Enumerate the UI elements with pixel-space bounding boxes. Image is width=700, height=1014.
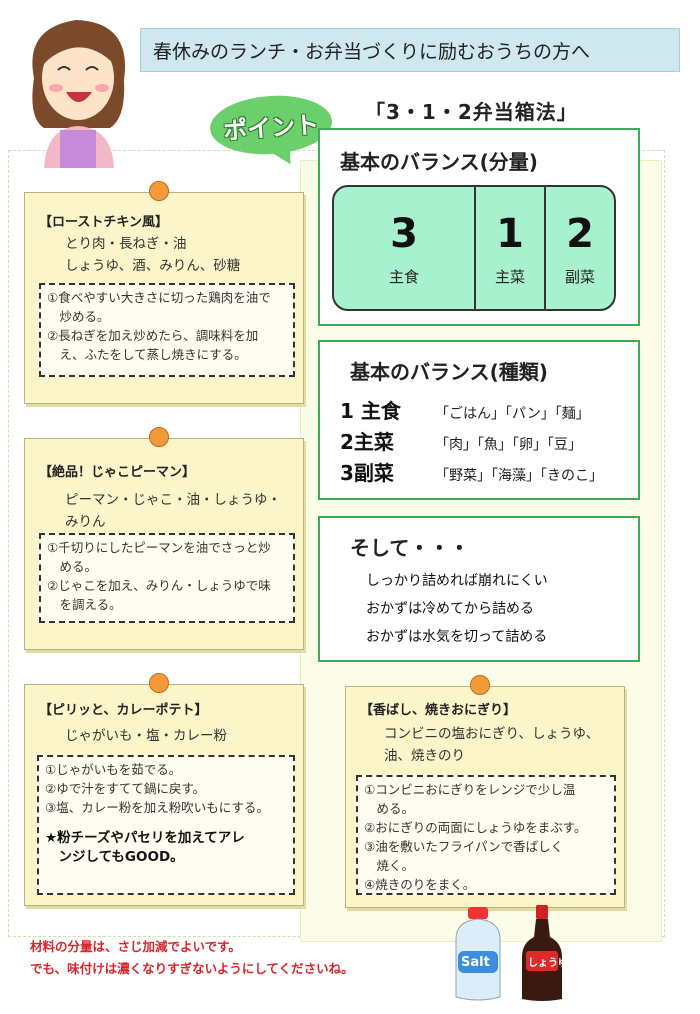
tip-line: しっかり詰めれば崩れにくい: [366, 573, 548, 589]
step-line: ①じゃがいもを茹でる。: [45, 762, 182, 777]
recipe-ingredients: コンビニの塩おにぎり、しょうゆ、 油、焼きのり: [384, 723, 599, 767]
ingredient-line: みりん: [65, 514, 106, 530]
recipe-ingredients: ピーマン・じゃこ・油・しょうゆ・ みりん: [65, 489, 281, 533]
recipe-title: 【ピリッと、カレーポテト】: [39, 703, 208, 718]
footer-note: 材料の分量は、さじ加減でよいです。 でも、味付けは濃くなりすぎないようにしてくだ…: [30, 936, 354, 980]
recipe-steps: ①じゃがいもを茹でる。 ②ゆで汁をすてて鍋に戻す。 ③塩、カレー粉を加え粉吹いも…: [37, 755, 295, 895]
recipe-card-roast-chicken: 【ローストチキン風】 とり肉・長ねぎ・油 しょうゆ、酒、みりん、砂糖 ①食べやす…: [24, 181, 304, 404]
ratio-cell-staple: 3 主食: [334, 187, 476, 309]
ingredient-line: とり肉・長ねぎ・油: [65, 236, 187, 252]
ingredient-line: しょうゆ、酒、みりん、砂糖: [65, 258, 241, 274]
step-line: ②じゃこを加え、みりん・しょうゆで味: [47, 578, 271, 593]
step-line: ①コンビニおにぎりをレンジで少し温: [364, 782, 576, 797]
recipe-ingredients: とり肉・長ねぎ・油 しょうゆ、酒、みりん、砂糖: [65, 233, 240, 277]
header-banner: 春休みのランチ・お弁当づくりに励むおうちの方へ: [140, 28, 680, 72]
point-label: ポイント: [222, 110, 321, 145]
tips-title: そして・・・: [350, 536, 470, 560]
tip-line: おかずは水気を切って詰める: [366, 629, 548, 645]
balance-kind-box: [318, 340, 640, 500]
recipe-card-grilled-onigiri: 【香ばし、焼きおにぎり】 コンビニの塩おにぎり、しょうゆ、 油、焼きのり ①コン…: [345, 675, 625, 908]
ratio-cell-side: 2 副菜: [546, 187, 614, 309]
balance-kind-title: 基本のバランス(種類): [350, 360, 548, 384]
recipe-extra-line: ★粉チーズやパセリを加えてアレ: [45, 830, 245, 846]
kind-name: 1 主食: [340, 399, 401, 423]
recipe-steps: ①千切りにしたピーマンを油でさっと炒 める。 ②じゃこを加え、みりん・しょうゆで…: [39, 533, 295, 623]
woman-illustration: [32, 20, 126, 168]
pushpin-icon: [149, 673, 169, 693]
condiment-bottles: [455, 905, 562, 1001]
pushpin-icon: [149, 181, 169, 201]
balance-kind-list: 1 主食 「ごはん」「パン」「麺」 2主菜 「肉」「魚」「卵」「豆」 3副菜 「…: [340, 395, 630, 488]
kind-row: 2主菜 「肉」「魚」「卵」「豆」: [340, 426, 630, 457]
kind-items: 「ごはん」「パン」「麺」: [435, 406, 590, 422]
recipe-steps: ①コンビニおにぎりをレンジで少し温 める。 ②おにぎりの両面にしょうゆをまぶす。…: [356, 775, 616, 895]
kind-row: 1 主食 「ごはん」「パン」「麺」: [340, 395, 630, 426]
step-line: 炒める。: [47, 309, 110, 324]
step-line: 焼く。: [364, 858, 415, 873]
method-title: 「3・1・2弁当箱法」: [365, 100, 578, 124]
step-line: ③塩、カレー粉を加え粉吹いもにする。: [45, 800, 269, 815]
point-bubble: ポイント: [208, 91, 334, 159]
step-line: を調える。: [47, 597, 122, 612]
ingredient-line: ピーマン・じゃこ・油・しょうゆ・: [65, 492, 281, 508]
pushpin-icon: [149, 427, 169, 447]
step-line: める。: [364, 801, 415, 816]
ratio-number: 3: [390, 210, 418, 257]
step-line: ②おにぎりの両面にしょうゆをまぶす。: [364, 820, 587, 835]
recipe-title: 【絶品！じゃこピーマン】: [39, 465, 196, 480]
step-line: ②長ねぎを加え炒めたら、調味料を加: [47, 328, 259, 343]
step-line: ①食べやすい大きさに切った鶏肉を油で: [47, 290, 271, 305]
recipe-ingredients: じゃがいも・塩・カレー粉: [65, 725, 227, 747]
pushpin-icon: [470, 675, 490, 695]
ingredient-line: 油、焼きのり: [384, 748, 465, 764]
step-line: ④焼きのりをまく。: [364, 877, 476, 892]
balance-amount-title: 基本のバランス(分量): [340, 150, 538, 174]
ratio-number: 2: [566, 210, 594, 257]
recipe-steps: ①食べやすい大きさに切った鶏肉を油で 炒める。 ②長ねぎを加え炒めたら、調味料を…: [39, 283, 295, 377]
recipe-card-jako-pepper: 【絶品！じゃこピーマン】 ピーマン・じゃこ・油・しょうゆ・ みりん ①千切りにし…: [24, 427, 304, 650]
ratio-cell-main: 1 主菜: [476, 187, 546, 309]
step-line: ②ゆで汁をすてて鍋に戻す。: [45, 781, 206, 796]
recipe-extra-line: ンジしてもGOOD。: [45, 849, 184, 865]
ingredient-line: じゃがいも・塩・カレー粉: [65, 728, 227, 744]
ratio-number: 1: [496, 210, 524, 257]
ratio-label: 主食: [388, 267, 419, 286]
soy-label: しょうゆ: [528, 958, 568, 969]
ratio-box: 3 主食 1 主菜 2 副菜: [332, 185, 616, 311]
recipe-title: 【香ばし、焼きおにぎり】: [360, 703, 517, 718]
footer-note-line: でも、味付けは濃くなりすぎないようにしてくださいね。: [30, 961, 354, 976]
tip-line: おかずは冷めてから詰める: [366, 601, 534, 617]
kind-name: 3副菜: [340, 461, 394, 485]
step-line: え、ふたをして蒸し焼きにする。: [47, 347, 247, 362]
step-line: ③油を敷いたフライパンで香ばしく: [364, 839, 564, 854]
step-line: める。: [47, 559, 98, 574]
ratio-label: 副菜: [564, 267, 595, 286]
kind-items: 「肉」「魚」「卵」「豆」: [435, 437, 582, 453]
kind-name: 2主菜: [340, 430, 394, 454]
soy-sauce-bottle-icon: [522, 905, 562, 1001]
salt-label: Salt: [461, 955, 490, 970]
step-line: ①千切りにしたピーマンを油でさっと炒: [47, 540, 271, 555]
kind-items: 「野菜」「海藻」「きのこ」: [435, 468, 603, 484]
ingredient-line: コンビニの塩おにぎり、しょうゆ、: [384, 726, 600, 742]
tips-box: [318, 516, 640, 662]
recipe-title: 【ローストチキン風】: [39, 215, 168, 230]
footer-note-line: 材料の分量は、さじ加減でよいです。: [30, 939, 241, 954]
ratio-label: 主菜: [494, 267, 525, 286]
recipe-card-curry-potato: 【ピリッと、カレーポテト】 じゃがいも・塩・カレー粉 ①じゃがいもを茹でる。 ②…: [24, 673, 304, 906]
salt-bottle-icon: [455, 907, 501, 1001]
kind-row: 3副菜 「野菜」「海藻」「きのこ」: [340, 457, 630, 488]
header-title: 春休みのランチ・お弁当づくりに励むおうちの方へ: [153, 40, 591, 63]
